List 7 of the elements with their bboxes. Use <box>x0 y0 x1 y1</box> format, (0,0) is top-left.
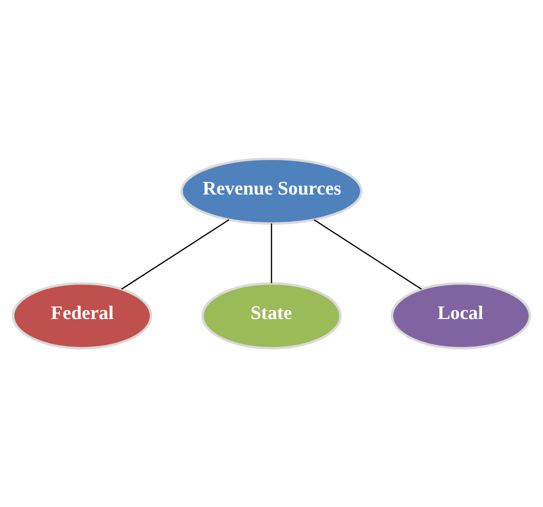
node-ellipse: Revenue Sources <box>180 158 363 225</box>
connector <box>270 224 272 284</box>
node-ellipse: State <box>201 282 342 350</box>
node-ellipse: Federal <box>12 282 152 350</box>
node-ellipse: Local <box>390 282 532 350</box>
connector <box>314 219 422 290</box>
connector <box>121 219 230 290</box>
